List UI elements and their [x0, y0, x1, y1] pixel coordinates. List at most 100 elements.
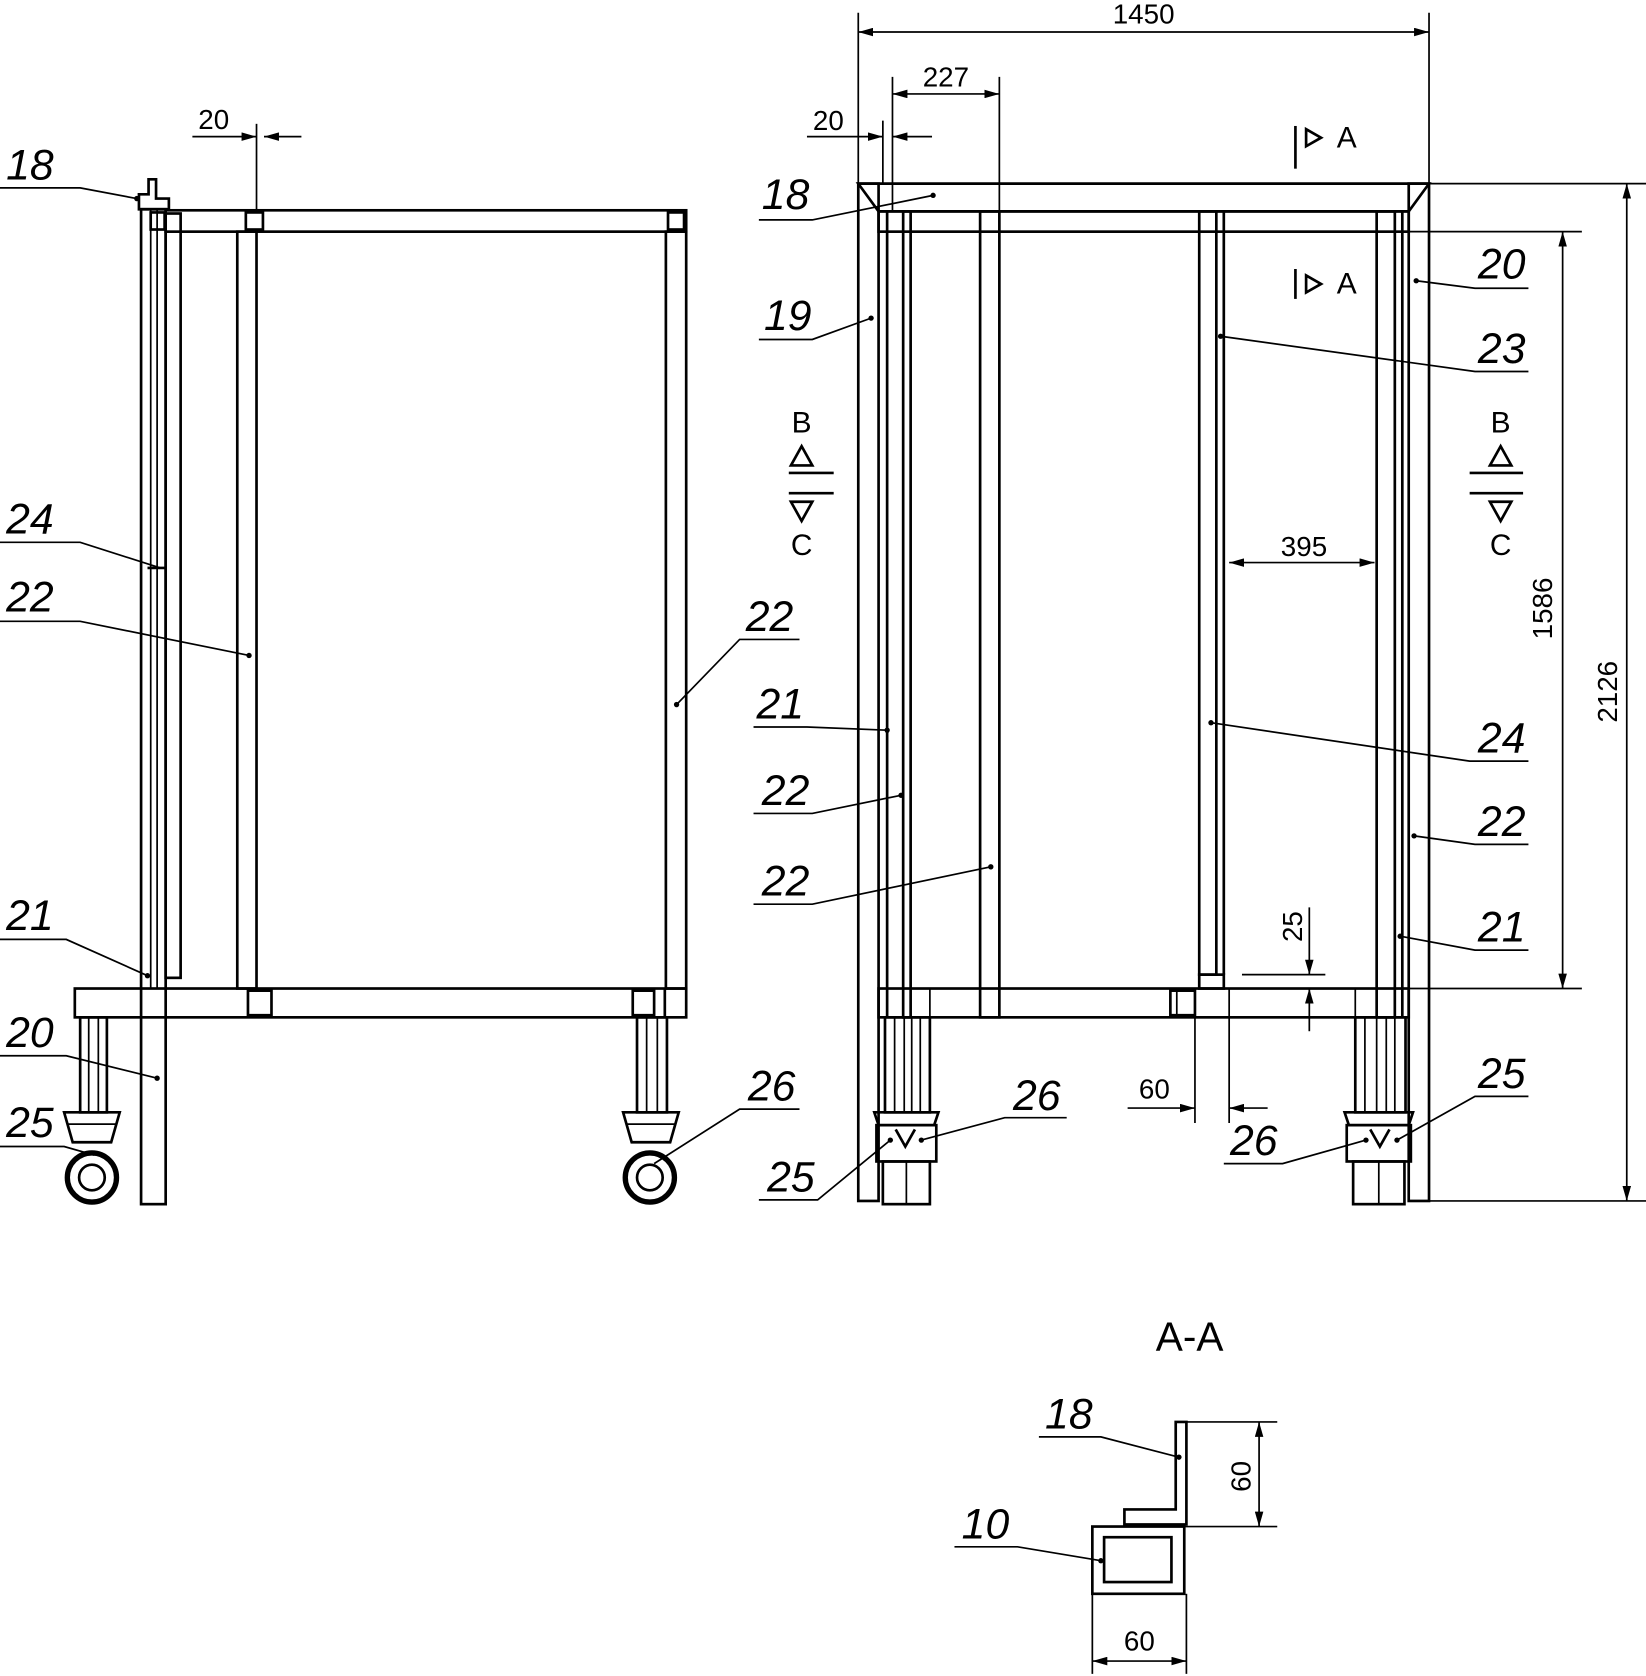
caster-hub	[77, 1163, 107, 1192]
section-arrow-up	[1487, 443, 1514, 467]
top-cap	[855, 182, 1432, 213]
right-leg	[1342, 1016, 1415, 1206]
section-arrow	[1304, 126, 1324, 149]
dimension-text: 60	[1139, 1073, 1170, 1104]
caster-wheel	[64, 1150, 120, 1205]
part-label: 21	[1477, 904, 1526, 952]
leader-line	[954, 1545, 1102, 1562]
leader-dot	[898, 792, 904, 798]
leader-line	[653, 1108, 800, 1165]
leader-line	[0, 620, 250, 657]
center-left-post	[978, 210, 1001, 1019]
dimension-text: 20	[198, 104, 229, 135]
leader-line	[1220, 335, 1529, 373]
leader-dot	[1217, 333, 1224, 339]
leader-dot	[884, 727, 890, 733]
part-label: 25	[1477, 1050, 1526, 1098]
foot-cup	[872, 1111, 941, 1127]
dimension-text: 1450	[1113, 0, 1175, 29]
leader-line	[0, 1145, 95, 1156]
section-title: A-A	[1156, 1313, 1224, 1359]
section-marker-bc-right: B C	[1469, 406, 1524, 562]
right-post	[1375, 210, 1397, 1019]
leader-line	[675, 638, 800, 706]
part-label: 20	[5, 1009, 54, 1057]
caster-hub	[635, 1163, 665, 1192]
part-label: 25	[5, 1099, 54, 1147]
section-letter: B	[1491, 406, 1511, 439]
dimension-text: 1586	[1527, 578, 1558, 640]
dimension-text: 20	[813, 105, 844, 136]
dimension-text: 227	[923, 61, 969, 92]
leader-dot	[1098, 1558, 1104, 1564]
leader-line	[0, 187, 137, 200]
dimension-section-height: 60	[1184, 1421, 1278, 1528]
part-label: 18	[762, 171, 810, 219]
dimension-post-width: 60	[1127, 988, 1268, 1124]
post-foot-block	[1197, 973, 1226, 990]
dimension-inner-height: 1586	[1223, 230, 1582, 990]
leader-dot	[1208, 720, 1214, 726]
section-marker-a-top: A	[1294, 121, 1357, 169]
part-label: 22	[745, 593, 794, 641]
dimension-section-width: 60	[1091, 1593, 1188, 1674]
bottom-rail	[877, 987, 1411, 1019]
leader-line	[758, 1139, 891, 1201]
part-label: 20	[1477, 241, 1526, 289]
foot-cup	[1342, 1111, 1415, 1127]
part-label: 25	[766, 1153, 815, 1201]
dimension-overall-height: 2126	[1429, 182, 1646, 1202]
part-label: 21	[5, 892, 54, 940]
bottom-joint-middle	[246, 989, 273, 1017]
dimension-offset: 227	[891, 61, 1001, 212]
leg-body	[1353, 1016, 1407, 1114]
dimension-overall-width: 1450	[857, 0, 1430, 184]
side-view-labels: 18 24 22 21 20 25 22 26	[0, 141, 800, 1165]
middle-post	[235, 230, 258, 990]
dimension-post-offset: 20	[192, 104, 302, 211]
part-label: 22	[761, 767, 810, 815]
dimension-thickness: 20	[806, 105, 933, 184]
leader-line	[0, 938, 148, 977]
leader-line	[753, 865, 991, 906]
leader-line	[0, 1054, 158, 1080]
dimension-text: 25	[1277, 911, 1308, 942]
part-label: 22	[761, 858, 810, 906]
leader-dot	[1397, 933, 1403, 939]
leader-dot	[887, 1137, 894, 1143]
part-label: 18	[1045, 1390, 1093, 1438]
dimension-text: 60	[1124, 1625, 1155, 1656]
leg-body	[883, 1016, 932, 1114]
section-marker-bc-left: B C	[788, 406, 834, 562]
bottom-joint-front	[631, 989, 656, 1017]
dimension-text: 60	[1226, 1461, 1257, 1492]
leader-dot	[246, 652, 252, 659]
rear-side-panel	[139, 207, 168, 1206]
part-label: 22	[5, 574, 54, 622]
top-cap-bracket	[137, 178, 171, 211]
dimension-text: 395	[1281, 531, 1327, 562]
leader-line	[1038, 1436, 1180, 1458]
dimension-text: 2126	[1592, 661, 1623, 723]
part-label: 26	[1012, 1072, 1061, 1120]
leader-dot	[918, 1137, 925, 1143]
leader-line	[758, 317, 872, 341]
caster-fork	[621, 1111, 681, 1144]
front-view-labels: 18 19 20 23 21 22 22 24 22	[753, 171, 1529, 1201]
center-right-post	[1197, 210, 1218, 976]
dimension-gap: 25	[1241, 907, 1326, 1032]
section-letter: C	[791, 529, 813, 562]
left-post	[901, 210, 912, 1019]
leader-dot	[1411, 833, 1417, 839]
leader-line	[753, 726, 888, 732]
leader-line	[1400, 935, 1529, 951]
top-joint-rear	[149, 211, 166, 231]
leader-dot	[154, 1075, 160, 1081]
part-label: 24	[1477, 715, 1526, 763]
leader-line	[1210, 721, 1529, 762]
front-view: 1450 227 20 A A B	[753, 0, 1646, 1206]
section-arrow-down	[788, 500, 815, 524]
handle-strip	[164, 212, 182, 980]
leader-dot	[930, 192, 936, 199]
